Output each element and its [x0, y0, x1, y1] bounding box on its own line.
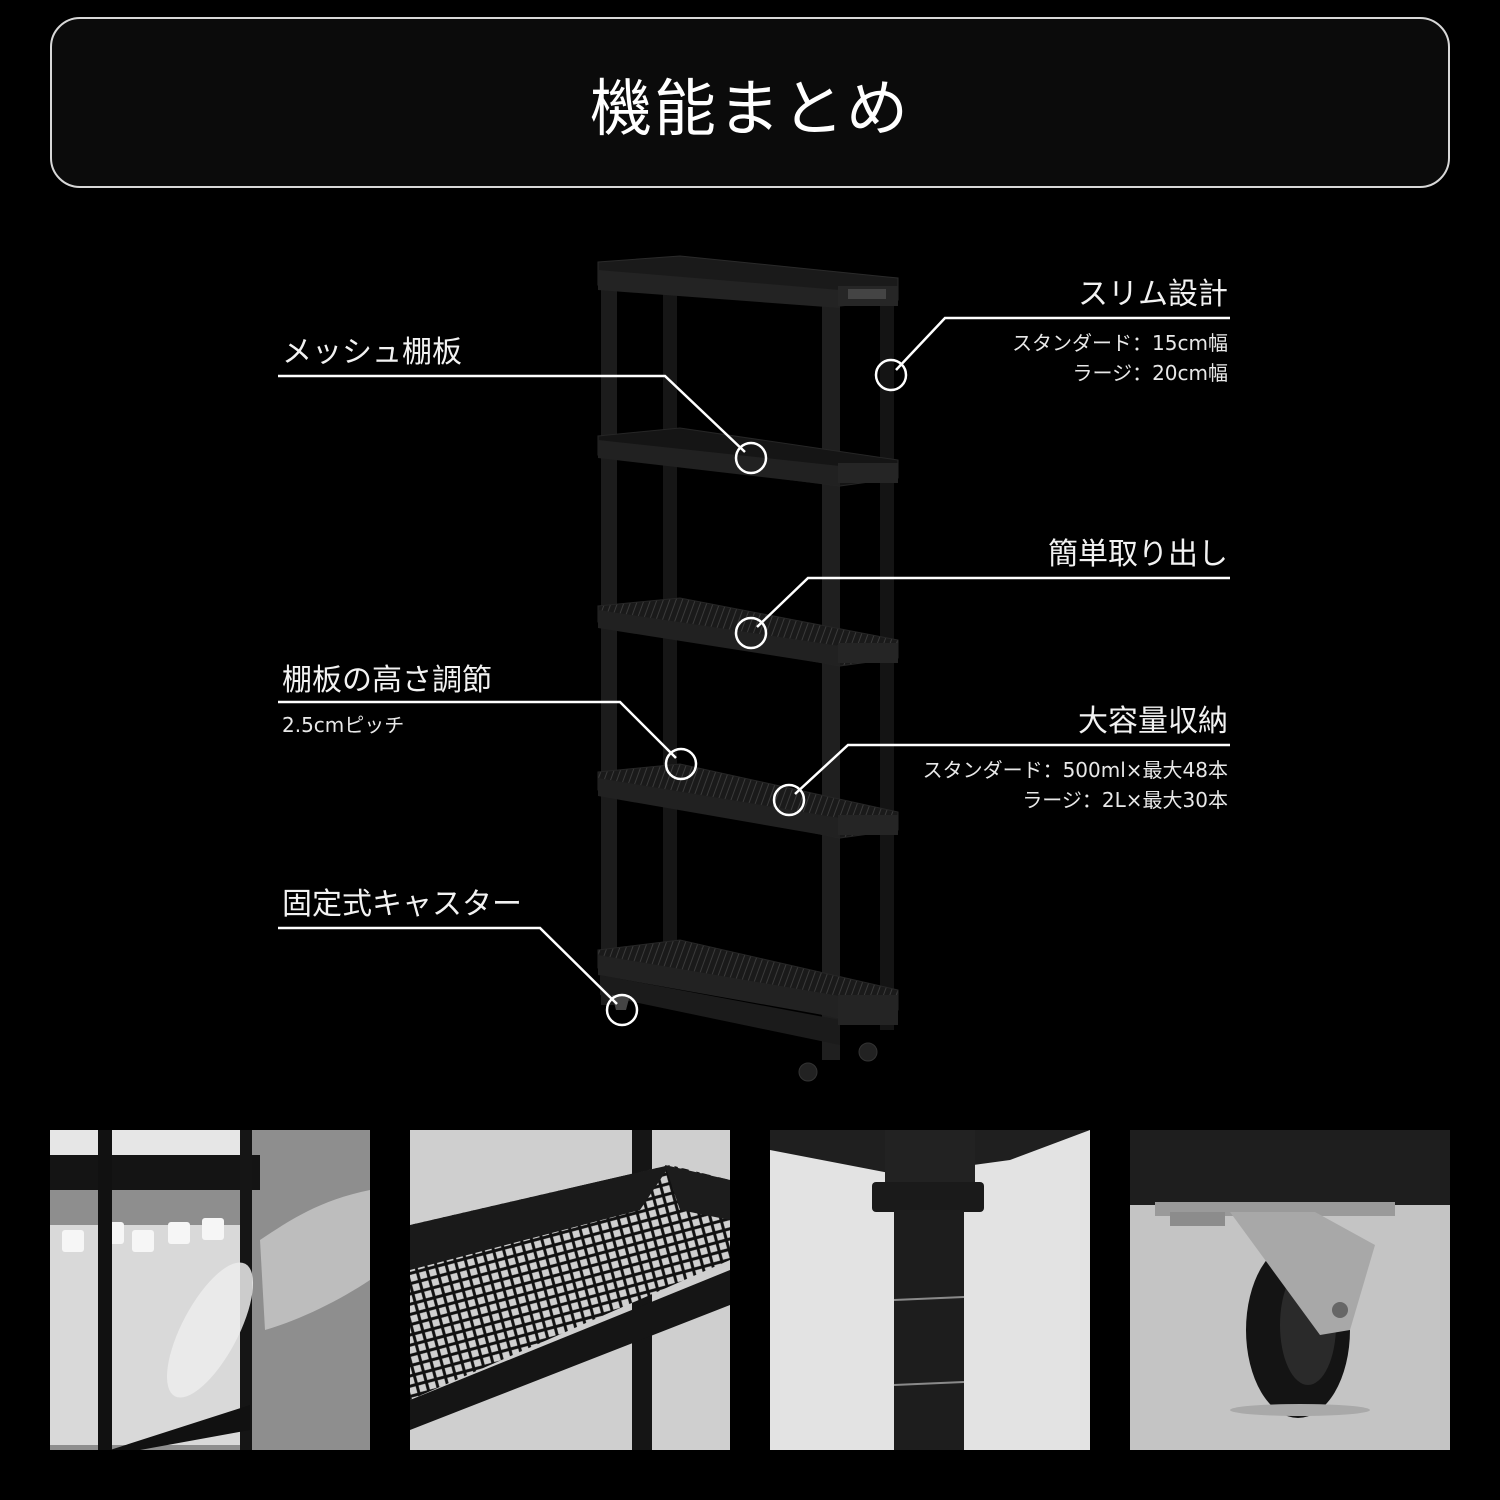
shelf-2 — [597, 427, 899, 487]
callout-height-sub: 2.5cmピッチ — [282, 713, 405, 737]
callout-slim-line-standard: スタンダード：15cm幅 — [1012, 331, 1228, 355]
callout-easy-title: 簡単取り出し — [1048, 537, 1228, 572]
callout-slim-title: スリム設計 — [1078, 277, 1228, 312]
photo-bottles-hand — [50, 1130, 370, 1450]
shelf-1 — [597, 255, 899, 308]
callout-mesh-title: メッシュ棚板 — [282, 335, 462, 370]
product-diagram: メッシュ棚板 スリム設計 スタンダード：15cm幅 ラージ：20cm幅 簡単取り… — [278, 255, 1230, 1082]
shelf-4 — [597, 763, 899, 839]
callout-slim-line-large: ラージ：20cm幅 — [1072, 361, 1228, 385]
shelf-3 — [597, 597, 899, 667]
callout-capacity-details: スタンダード：500ml×最大48本 ラージ：2L×最大30本 — [923, 755, 1228, 815]
shelf-5 — [597, 939, 899, 1045]
caster-wheels — [612, 995, 878, 1082]
callout-lines — [278, 316, 1230, 1027]
callout-slim-details: スタンダード：15cm幅 ラージ：20cm幅 — [1012, 328, 1228, 388]
callout-capacity-line-large: ラージ：2L×最大30本 — [1022, 788, 1228, 812]
photo-pole-joint — [770, 1130, 1090, 1450]
photo-mesh-shelf — [410, 1130, 730, 1450]
shelf-rack-illustration — [278, 255, 1230, 1082]
photo-caster-wheel — [1130, 1130, 1450, 1450]
callout-capacity-line-standard: スタンダード：500ml×最大48本 — [922, 758, 1228, 782]
callout-height-title: 棚板の高さ調節 — [282, 663, 492, 698]
callout-capacity-title: 大容量収納 — [1078, 704, 1228, 739]
callout-caster-title: 固定式キャスター — [282, 887, 522, 922]
header-banner: 機能まとめ — [50, 17, 1450, 188]
page-title: 機能まとめ — [589, 71, 910, 145]
